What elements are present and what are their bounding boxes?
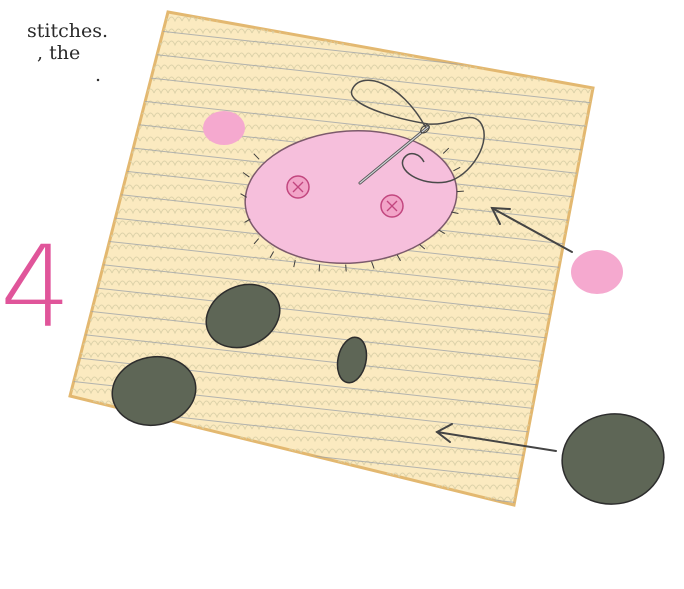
grey-patch-piece — [556, 407, 670, 510]
pink-patch-piece — [571, 250, 623, 294]
small-pink-dot — [203, 111, 245, 145]
button-left — [287, 176, 309, 198]
button-right — [381, 195, 403, 217]
